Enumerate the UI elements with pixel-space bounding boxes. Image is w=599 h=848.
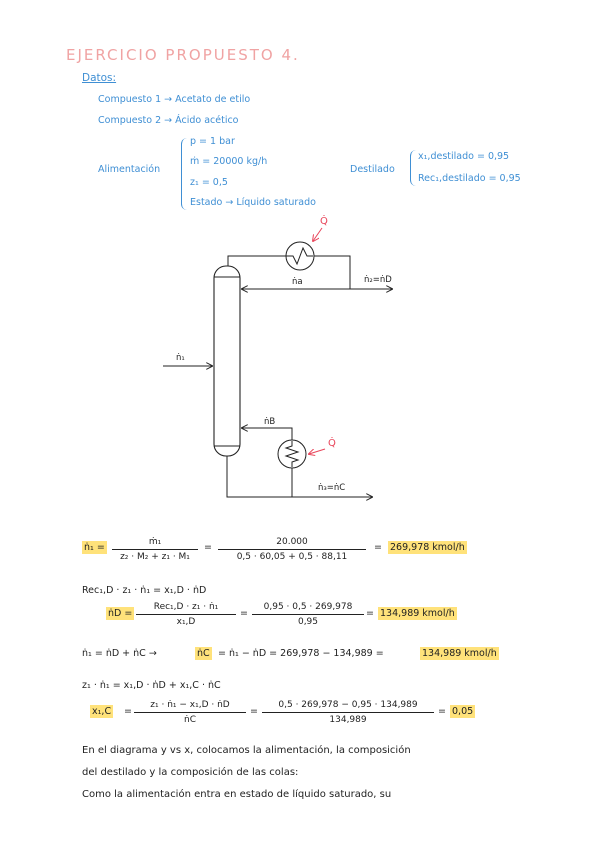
destilado-x1: x₁,destilado = 0,95 xyxy=(418,151,510,162)
q-top-arrow xyxy=(313,227,323,241)
eq4-nc: ṅC xyxy=(195,647,212,660)
q-bottom-label: Q̇ xyxy=(328,436,336,449)
eq4-line: ṅ₁ = ṅD + ṅC → xyxy=(82,648,157,659)
datos-heading: Datos: xyxy=(82,72,117,84)
boilup-line xyxy=(242,428,293,440)
eq3-eq: = xyxy=(240,608,248,619)
eq2-line: Rec₁,D · z₁ · ṅ₁ = x₁,D · ṅD xyxy=(82,585,207,596)
eq6-eq2: = xyxy=(438,706,446,717)
alimentacion-presion: p = 1 bar xyxy=(190,136,235,147)
page-title: EJERCICIO PROPUESTO 4. xyxy=(66,46,300,64)
compuesto-2: Compuesto 2 → Ácido acético xyxy=(98,115,239,126)
destilado-brace xyxy=(410,150,417,186)
alimentacion-brace xyxy=(181,138,188,210)
eq4-result: 134,989 kmol/h xyxy=(420,647,499,660)
eq5-line: z₁ · ṅ₁ = x₁,D · ṅD + x₁,C · ṅC xyxy=(82,680,221,691)
n-3-label: ṅ₃=ṅC xyxy=(318,483,345,493)
reboiler-coil xyxy=(284,441,300,467)
eq6-lhs: x₁,C xyxy=(90,705,114,718)
eq4-rest: = ṅ₁ − ṅD = 269,978 − 134,989 = xyxy=(218,648,384,659)
condenser-outlet xyxy=(314,255,351,289)
destilado-rec1: Rec₁,destilado = 0,95 xyxy=(418,173,521,184)
distillation-column-diagram: Q̇ Q̇ ṅa ṅ₂=ṅD ṅ₁ ṅB ṅ₃=ṅC xyxy=(163,214,599,520)
n-2-label: ṅ₂=ṅD xyxy=(364,275,392,285)
alimentacion-caudal: ṁ = 20000 kg/h xyxy=(190,156,268,167)
eq6-result: 0,05 xyxy=(450,705,476,718)
alimentacion-label: Alimentación xyxy=(98,164,161,175)
eq1-eq: = xyxy=(204,542,212,553)
alimentacion-estado: Estado → Líquido saturado xyxy=(190,197,316,208)
destilado-label: Destilado xyxy=(350,164,395,175)
alimentacion-z1: z₁ = 0,5 xyxy=(190,177,228,188)
column-bottom-line xyxy=(226,456,292,498)
n-a-label: ṅa xyxy=(292,277,303,287)
eq1-result: 269,978 kmol/h xyxy=(388,541,467,554)
compuesto-1: Compuesto 1 → Acetato de etilo xyxy=(98,94,251,105)
n-b-label: ṅB xyxy=(264,417,275,427)
eq3-result: 134,989 kmol/h xyxy=(378,607,457,620)
vapor-line xyxy=(227,255,290,266)
eq3-lhs: ṅD = xyxy=(106,607,135,620)
paragraph-line-1: En el diagrama y vs x, colocamos la alim… xyxy=(82,745,411,756)
paragraph-line-2: del destilado y la composición de las co… xyxy=(82,767,299,778)
eq1-eq2: = xyxy=(374,542,382,553)
paragraph-line-3: Como la alimentación entra en estado de … xyxy=(82,789,392,800)
column-body xyxy=(213,265,241,457)
eq1-lhs: ṅ₁ = xyxy=(82,541,107,554)
q-bottom-arrow xyxy=(309,448,326,454)
eq3-eq2: = xyxy=(366,608,374,619)
condenser-coil xyxy=(287,246,313,266)
n-1-label: ṅ₁ xyxy=(176,353,185,363)
eq6-eq: = xyxy=(124,706,132,717)
q-top-label: Q̇ xyxy=(320,214,328,227)
eq6-eq1: = xyxy=(250,706,258,717)
